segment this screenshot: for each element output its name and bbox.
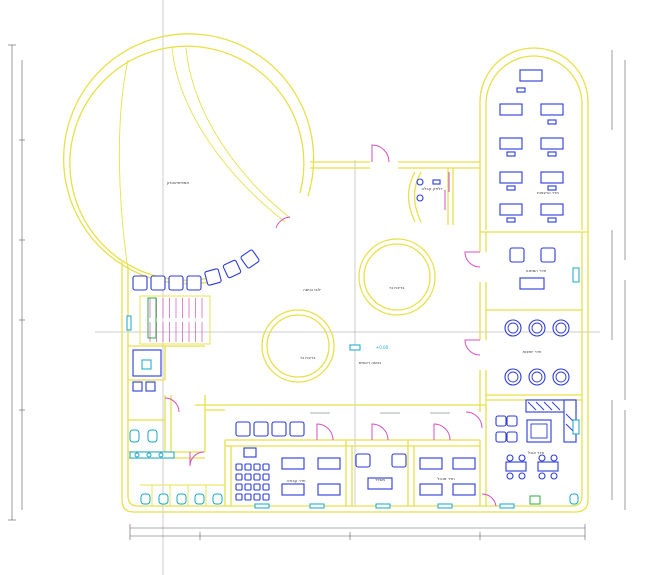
label-kitchen: חדר אוכל xyxy=(528,450,545,455)
dimension-lines xyxy=(8,44,626,540)
label-office-left: חדר עבודה xyxy=(286,478,305,483)
label-office-right: חדר מנהל xyxy=(437,476,455,481)
chair xyxy=(244,473,252,481)
label-pool-bottom: בריכת נוי xyxy=(300,355,316,360)
label-office-mid: משרד xyxy=(375,477,385,482)
chair xyxy=(235,463,243,471)
stair-treads xyxy=(149,298,203,342)
label-reception: דלפק קבלה xyxy=(421,186,443,191)
label-pool-top: בריכת נוי xyxy=(389,285,405,290)
label-level-mark: +0.00 xyxy=(376,345,389,350)
label-round-room-right: חדר ישיבות xyxy=(523,349,542,354)
label-lounge-right: חדר המתנה xyxy=(526,268,547,273)
walls xyxy=(63,33,589,513)
chair xyxy=(253,493,261,501)
doors xyxy=(164,144,497,507)
chair xyxy=(253,463,261,471)
chair xyxy=(235,483,243,491)
chair xyxy=(244,483,252,491)
green-items xyxy=(147,297,541,505)
chair xyxy=(262,493,270,501)
chair xyxy=(244,493,252,501)
furniture xyxy=(132,69,577,501)
chair xyxy=(262,483,270,491)
label-round-hall: אמפיתיאטרון xyxy=(167,180,189,185)
chair xyxy=(262,463,270,471)
fixtures xyxy=(126,267,580,509)
chair xyxy=(235,473,243,481)
chair xyxy=(244,463,252,471)
label-central-hall: לובי כניסה xyxy=(303,287,321,292)
label-top-right-room: חדר הרצאות xyxy=(537,190,559,195)
chair xyxy=(235,493,243,501)
room-labels: אמפיתיאטרון חדר הרצאות דלפק קבלה חדר המת… xyxy=(167,180,559,483)
chair xyxy=(253,473,261,481)
label-main-entrance: כניסה ראשית xyxy=(359,360,381,365)
chair xyxy=(253,483,261,491)
chair xyxy=(262,473,270,481)
